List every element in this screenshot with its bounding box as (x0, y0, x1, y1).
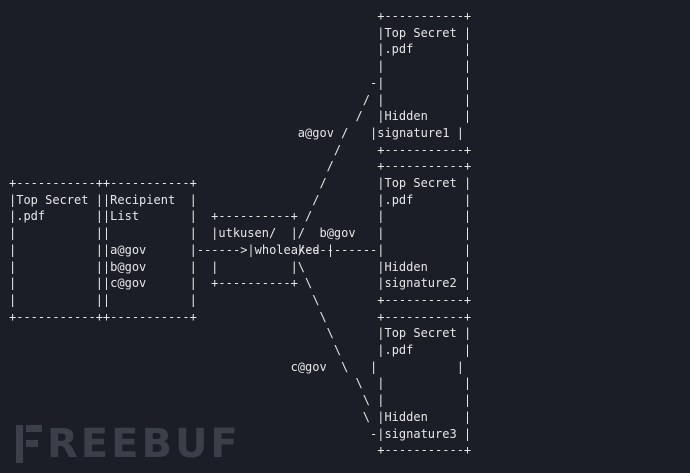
ascii-line-fragment: |.pdf | (377, 42, 472, 57)
ascii-line-fragment: -| | (370, 75, 472, 90)
ascii-line-fragment: / +-----------+ (333, 142, 472, 157)
ascii-line-fragment: / |.pdf | (312, 192, 472, 207)
ascii-line-fragment: | | (377, 226, 472, 241)
ascii-line-fragment: | | (211, 259, 298, 274)
ascii-line-fragment: \ (319, 309, 327, 324)
ascii-line-fragment: +-----------+ (377, 9, 472, 23)
freebuf-logo-icon (16, 425, 42, 463)
ascii-line-fragment: / +-----------+ (326, 159, 472, 174)
ascii-line-fragment: / (305, 209, 313, 224)
ascii-line-fragment: \ |Top Secret | (326, 326, 472, 341)
ascii-line-fragment: \ |.pdf | (333, 343, 472, 357)
ascii-line-fragment: +-----------++-----------+ (9, 176, 197, 190)
ascii-line-fragment: \ | | (355, 376, 472, 391)
ascii-line-fragment: |Top Secret | (377, 25, 472, 40)
ascii-line-fragment: \ |Hidden | (362, 409, 472, 424)
ascii-line-fragment: |signature2 | (377, 276, 472, 291)
ascii-line-fragment: | ||c@gov | (9, 276, 197, 291)
ascii-line-fragment: \ (312, 292, 320, 307)
ascii-line-fragment: \ (305, 276, 313, 291)
ascii-line-fragment: / | | (362, 92, 472, 107)
watermark-text: REEBUF (47, 421, 241, 467)
ascii-line-fragment: / b@gov (297, 226, 356, 241)
ascii-line-fragment: / |Hidden | (355, 109, 472, 124)
freebuf-watermark: REEBUF (14, 418, 241, 470)
ascii-line-fragment: |utkusen/ | (211, 226, 298, 241)
ascii-line-fragment: |.pdf ||List | (9, 209, 197, 224)
ascii-line-fragment: / |Top Secret | (319, 176, 472, 190)
ascii-line-fragment: | ||a@gov |------>|wholeaked | (9, 242, 335, 257)
ascii-line-fragment: \ | | (362, 393, 472, 408)
ascii-line-fragment: | ||b@gov | (9, 259, 197, 274)
ascii-line-fragment: | || | (9, 292, 197, 307)
ascii-line-fragment: +----------+ (211, 209, 298, 224)
ascii-line-fragment: | | (377, 242, 472, 257)
ascii-line-fragment: +-----------+ (377, 443, 472, 458)
ascii-line-fragment: -|signature3 | (370, 426, 472, 441)
ascii-line-fragment: +-----------++-----------+ (9, 309, 197, 324)
ascii-line-fragment: |Top Secret ||Recipient | (9, 192, 197, 207)
ascii-line-fragment: +-----------+ (377, 292, 472, 307)
ascii-line-fragment: a@gov / |signature1 | (297, 125, 464, 140)
ascii-line-fragment: | | (377, 209, 472, 224)
ascii-line-fragment: c@gov \ | | (290, 359, 464, 374)
ascii-line-fragment: +----------+ (211, 276, 298, 291)
ascii-line-fragment: |Hidden | (377, 259, 472, 274)
ascii-line-fragment: \ (297, 259, 306, 274)
ascii-line-fragment: +-----------+ (377, 309, 472, 324)
ascii-line-fragment: /---------- (297, 242, 378, 257)
ascii-line-fragment: | || | (9, 226, 197, 241)
ascii-line-fragment: | | (377, 59, 472, 74)
